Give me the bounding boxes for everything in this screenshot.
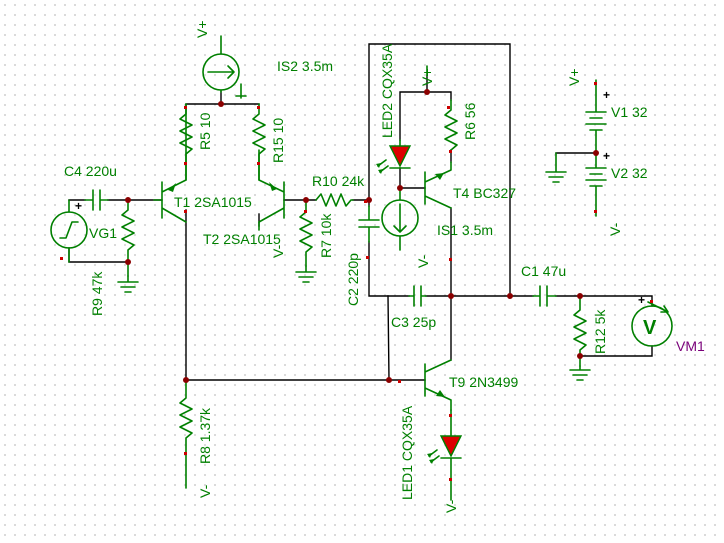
r8-vneg: V-	[197, 484, 213, 498]
r8-label: R8 1.37k	[197, 407, 213, 464]
wire-vg1-gnd	[68, 247, 129, 263]
r6-resistor[interactable]: R6 56	[444, 99, 478, 151]
v2-label: V2 32	[611, 165, 648, 181]
wires	[68, 43, 653, 381]
t1-transistor[interactable]: T1 2SA1015	[153, 103, 252, 223]
wire-led2-t4	[399, 167, 426, 189]
t4-label: T4 BC327	[453, 185, 516, 201]
c4-capacitor[interactable]: C4 220u	[64, 163, 117, 211]
wire-vpos-r6	[426, 75, 452, 101]
wire-led2-top	[399, 91, 428, 141]
r6-label: R6 56	[462, 102, 478, 140]
r8-resistor[interactable]: R8 1.37k V-	[179, 379, 213, 498]
r7-label: R7 10k	[318, 213, 334, 258]
led1-label: LED1 CQX35A	[399, 405, 415, 500]
led1-vneg: V-	[443, 499, 459, 513]
ground-r9	[117, 275, 139, 293]
v1-vpos: V+	[566, 68, 582, 86]
r9-label: R9 47k	[89, 271, 105, 316]
r12-label: R12 5k	[592, 309, 608, 354]
wire-c3-t9	[387, 295, 390, 381]
v1-plus: +	[603, 88, 610, 102]
t1-label: T1 2SA1015	[174, 194, 252, 210]
c4-label: C4 220u	[64, 163, 117, 179]
t2-label: T2 2SA1015	[203, 231, 281, 247]
led2-vpos-label: V+	[419, 68, 435, 86]
t2-transistor[interactable]: T2 2SA1015	[203, 149, 285, 247]
c2-capacitor[interactable]: C2 220p	[345, 205, 380, 306]
ground-supply	[545, 152, 567, 183]
vg1-plus: +	[75, 199, 82, 213]
v2-vneg: V-	[607, 222, 623, 236]
vm1-symbol: V	[643, 317, 657, 339]
t2-vneg-label: V-	[270, 244, 286, 258]
r10-label: R10 24k	[312, 173, 365, 189]
v2-plus: +	[603, 149, 610, 163]
r9-resistor[interactable]: R9 47k	[89, 199, 135, 316]
t2-vneg-rail: V-	[258, 221, 286, 258]
r15-resistor[interactable]: R15 10	[252, 103, 286, 181]
r10-resistor[interactable]: R10 24k	[312, 173, 365, 207]
v2-battery[interactable]: + V2 32 V-	[585, 149, 648, 236]
wire-c2-c3	[368, 241, 410, 297]
c3-capacitor[interactable]: C3 25p	[391, 285, 436, 330]
vpos-led2: V+	[419, 65, 435, 86]
vm1-label: VM1	[676, 338, 705, 354]
t9-label: T9 2N3499	[449, 374, 518, 390]
led1-diode[interactable]: LED1 CQX35A V-	[399, 405, 463, 513]
vm1-voltmeter[interactable]: V + VM1	[631, 293, 705, 354]
v1-battery[interactable]: + V1 32 V+	[566, 68, 648, 154]
vg1-label: VG1	[89, 225, 117, 241]
c3-label: C3 25p	[391, 314, 436, 330]
led2-label: LED2 CQX35A	[379, 43, 395, 138]
v1-label: V1 32	[611, 104, 648, 120]
is1-label: IS1 3.5m	[437, 222, 493, 238]
r5-label: R5 10	[197, 112, 213, 150]
is1-vneg: V-	[415, 254, 431, 268]
vg1-source[interactable]: + VG1	[50, 199, 117, 263]
c1-label: C1 47u	[521, 263, 566, 279]
pin-markers	[60, 82, 653, 481]
is2-vpos: V+	[194, 20, 210, 38]
ground-r7	[295, 265, 317, 283]
t4-transistor[interactable]: T4 BC327	[424, 161, 516, 209]
vm1-plus: +	[638, 293, 645, 307]
r12-resistor[interactable]: R12 5k	[573, 295, 608, 367]
led2-diode[interactable]: LED2 CQX35A	[376, 43, 412, 174]
wire-feedback	[368, 43, 511, 297]
junctions	[125, 89, 599, 383]
wire-vm1-gnd	[579, 345, 653, 357]
t9-transistor[interactable]: T9 2N3499	[424, 359, 518, 411]
r15-label: R15 10	[270, 118, 286, 163]
ground-r12	[569, 365, 591, 381]
is2-label: IS2 3.5m	[277, 58, 333, 74]
r7-resistor[interactable]: R7 10k	[299, 199, 334, 267]
is2-current-source[interactable]: IS2 3.5m V+	[194, 20, 333, 99]
r5-resistor[interactable]: R5 10	[179, 103, 213, 181]
c1-capacitor[interactable]: C1 47u	[521, 263, 566, 307]
c2-label: C2 220p	[345, 253, 361, 306]
